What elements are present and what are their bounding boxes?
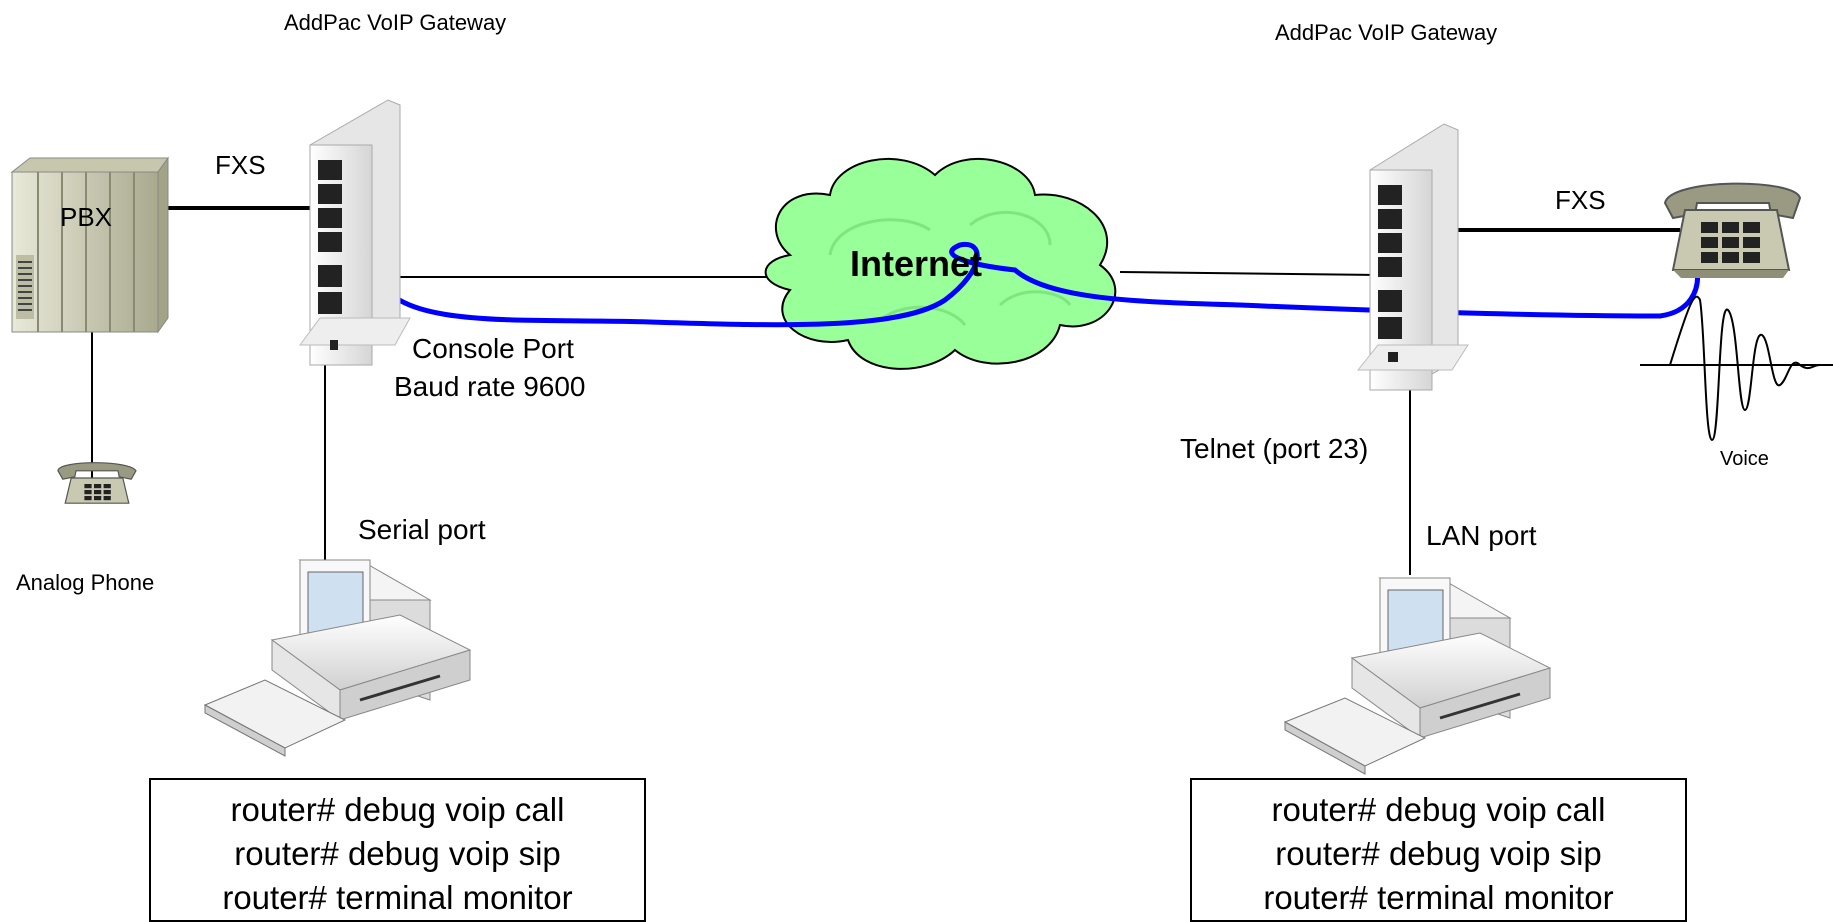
gateway-left-icon (299, 99, 411, 366)
left-command-line: router# debug voip call (230, 791, 565, 828)
voice-label: Voice (1720, 448, 1769, 470)
pbx-label: PBX (60, 202, 113, 232)
fxs-right-label: FXS (1555, 185, 1606, 215)
right-gw-internet-link (1119, 271, 1381, 276)
left-command-line: router# terminal monitor (222, 879, 573, 916)
serial-port-label: Serial port (358, 514, 486, 545)
lan-port-label: LAN port (1426, 520, 1537, 551)
gateway-right-icon (1356, 123, 1469, 391)
telnet-label: Telnet (port 23) (1180, 433, 1369, 464)
gateway-left-title: AddPac VoIP Gateway (284, 10, 507, 35)
baud-rate-label: Baud rate 9600 (394, 371, 586, 402)
computer-right-icon (1283, 577, 1552, 775)
computer-left-icon (203, 559, 472, 757)
right-command-line: router# debug voip call (1271, 791, 1606, 828)
internet-label: Internet (850, 243, 983, 284)
left-command-line: router# debug voip sip (234, 835, 561, 872)
console-port-label: Console Port (412, 333, 574, 364)
pbx-icon (10, 156, 169, 334)
voice-path-cable (375, 241, 1701, 328)
internet-cloud-icon (764, 157, 1117, 370)
right-command-line: router# terminal monitor (1263, 879, 1614, 916)
desk-phone-icon (1663, 182, 1802, 278)
fxs-left-label: FXS (215, 150, 266, 180)
right-command-box: router# debug voip call router# debug vo… (1190, 778, 1687, 922)
analog-phone-icon (57, 462, 137, 504)
analog-phone-label: Analog Phone (16, 570, 155, 595)
left-command-box: router# debug voip call router# debug vo… (149, 778, 646, 922)
right-command-line: router# debug voip sip (1275, 835, 1602, 872)
voice-waveform-icon (1640, 295, 1833, 442)
gateway-right-title: AddPac VoIP Gateway (1275, 20, 1498, 45)
